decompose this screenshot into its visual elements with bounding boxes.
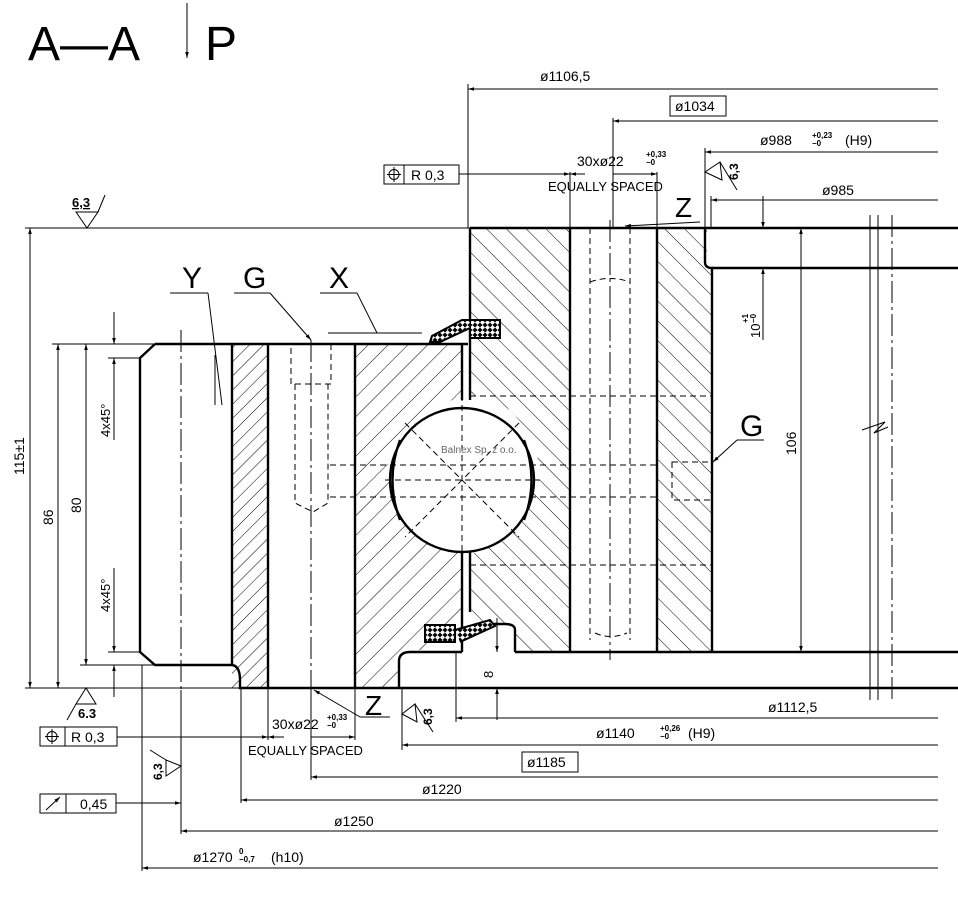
- dim-1270-fit: (h10): [271, 849, 304, 865]
- dim-988-fit: (H9): [845, 132, 872, 148]
- surface-finish-left-vertical: 6,3: [149, 749, 183, 780]
- holes-top-tol-lower: −0: [646, 158, 656, 167]
- dim-1185: ø1185: [527, 754, 566, 770]
- surface-finish-left-vertical-value: 6,3: [151, 763, 165, 780]
- section-label: A—A: [28, 18, 140, 71]
- dim-988-tol-upper: +0,23: [812, 131, 833, 140]
- surface-finish-top-right: 6,3: [703, 161, 741, 191]
- surface-finish-bottom-left-value: 6.3: [78, 706, 96, 721]
- holes-bottom-tol-upper: +0,33: [327, 713, 348, 722]
- chamfer-top: 4x45°: [98, 404, 113, 437]
- equally-spaced-bottom: EQUALLY SPACED: [248, 743, 363, 758]
- dim-1140-fit: (H9): [688, 725, 715, 741]
- label-g-right: G: [740, 410, 763, 443]
- dim-1034: ø1034: [675, 98, 715, 114]
- equally-spaced-top: EQUALLY SPACED: [548, 179, 663, 194]
- surface-finish-top-left: 6,3: [72, 194, 106, 229]
- dim-1250: ø1250: [334, 813, 374, 829]
- label-z-bottom: Z: [365, 690, 382, 721]
- surface-finish-top-left-value: 6,3: [72, 195, 90, 210]
- dim-1270-tol-lower: −0,7: [239, 855, 255, 864]
- dim-80: 80: [68, 497, 84, 513]
- holes-top: 30xø22: [577, 153, 624, 169]
- surface-finish-bottom-left: 6.3: [66, 687, 97, 721]
- dim-1270: ø1270: [193, 849, 233, 865]
- label-z-top: Z: [675, 192, 692, 223]
- dim-115: 115±1: [11, 437, 27, 475]
- chamfer-bottom: 4x45°: [98, 579, 113, 612]
- dim-1140-tol-lower: −0: [660, 732, 670, 741]
- top-seal: [428, 319, 501, 343]
- dim-985: ø985: [822, 182, 854, 198]
- dim-1270-tol-upper: 0: [239, 847, 244, 856]
- dim-1112: ø1112,5: [768, 699, 818, 715]
- dim-86: 86: [40, 509, 56, 525]
- dim-10-tol-lower: −0: [749, 313, 758, 323]
- dim-988-tol-lower: −0: [812, 139, 822, 148]
- label-y: Y: [182, 262, 202, 295]
- position-frame-bottom: R 0,3: [71, 729, 105, 745]
- bottom-dimensions: ø1112,5 ø1140 +0,26 −0 (H9) ø1185 ø1220 …: [39, 652, 938, 871]
- label-g-top: G: [243, 262, 266, 295]
- bottom-seal: [424, 618, 497, 643]
- hidden-holes: [180, 215, 893, 700]
- holes-bottom: 30xø22: [272, 716, 319, 732]
- watermark: Balnex Sp. z o.o.: [441, 445, 517, 456]
- dim-106: 106: [783, 431, 799, 455]
- holes-top-tol-upper: +0,33: [646, 150, 667, 159]
- runout-frame: 0,45: [80, 796, 107, 812]
- holes-bottom-tol-lower: −0: [327, 721, 337, 730]
- dim-8: 8: [481, 671, 496, 678]
- label-x: X: [329, 262, 349, 295]
- right-dimensions: 106 10 +1 −0 8: [481, 196, 803, 720]
- top-dimensions: ø1106,5 ø1034 ø988 +0,23 −0 (H9) ø985 30…: [383, 68, 938, 228]
- dim-1106: ø1106,5: [540, 68, 591, 84]
- position-frame-top: R 0,3: [411, 167, 445, 183]
- ball: Balnex Sp. z o.o.: [385, 395, 540, 565]
- dim-1220: ø1220: [422, 781, 462, 797]
- dim-10-tol-upper: +1: [741, 313, 750, 323]
- surface-finish-bottom-mid-value: 6,3: [421, 708, 435, 725]
- surface-finish-top-right-value: 6,3: [727, 163, 741, 180]
- surface-finish-bottom-mid: 6,3: [401, 703, 435, 733]
- dim-10: 10: [748, 324, 763, 338]
- dim-1140-tol-upper: +0,26: [660, 724, 681, 733]
- direction-label: P: [205, 18, 237, 71]
- left-dimensions: 115±1 86 80 4x45° 4x45°: [11, 228, 399, 697]
- dim-988: ø988: [760, 132, 792, 148]
- dim-1140: ø1140: [596, 725, 635, 741]
